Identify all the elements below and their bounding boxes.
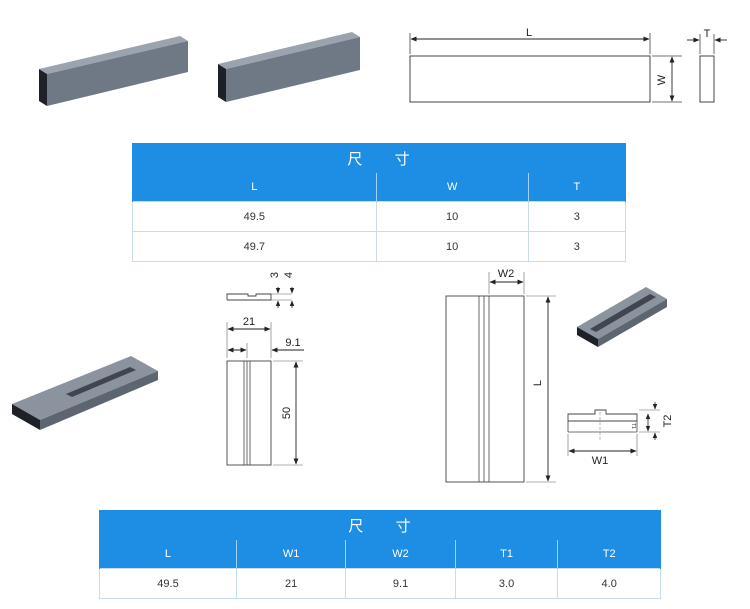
thickness-label: T [704, 28, 711, 40]
header-l: L [132, 172, 377, 202]
t1-label: T1 [630, 423, 636, 429]
grooved-bar-drawing-right: W2 L [445, 268, 556, 483]
w2-label: W2 [498, 268, 515, 280]
dim-4-label: 4 [283, 272, 295, 278]
cell-l: 49.5 [132, 201, 377, 232]
table-header-row: L W1 W2 T1 T2 [99, 539, 661, 569]
flat-bar-side-view: T [687, 28, 727, 103]
grooved-bar-drawing-left: 3 4 21 9.1 50 [226, 272, 304, 466]
width-label: W [656, 74, 668, 85]
header-t: T [527, 172, 627, 202]
header-w1: W1 [235, 539, 347, 569]
grooved-bar-section-drawing: T1 T2 W1 [567, 402, 674, 467]
dim-9-1-label: 9.1 [285, 337, 300, 349]
table-title: 尺 寸 [132, 143, 626, 173]
dimension-table-grooved-bar: 尺 寸 L W1 W2 T1 T2 49.5 21 9.1 3.0 4.0 [99, 510, 661, 599]
header-t2: T2 [557, 539, 661, 569]
cell-t1: 3.0 [454, 568, 559, 599]
t2-label: T2 [662, 415, 674, 428]
flat-bar-image-1 [39, 36, 188, 106]
grooved-bar-image-left [12, 356, 158, 430]
table-header-row: L W T [132, 172, 627, 202]
grooved-bar-image-right [577, 287, 667, 347]
cell-l: 49.5 [99, 568, 237, 599]
table-row: 49.5 21 9.1 3.0 4.0 [99, 568, 661, 599]
table-row: 49.5 10 3 [132, 201, 627, 232]
w1-label: W1 [592, 455, 609, 467]
header-w2: W2 [345, 539, 456, 569]
cell-w1: 21 [235, 568, 347, 599]
l-label: L [532, 380, 544, 386]
flat-bar-image-2 [218, 32, 360, 102]
cell-t2: 4.0 [557, 568, 661, 599]
table-row: 49.7 10 3 [132, 231, 627, 262]
flat-bar-front-view: L W [409, 27, 682, 103]
cell-t: 3 [527, 231, 627, 262]
cell-w: 10 [375, 231, 529, 262]
header-w: W [375, 172, 529, 202]
length-label: L [526, 27, 532, 39]
cell-l: 49.7 [132, 231, 377, 262]
header-t1: T1 [454, 539, 559, 569]
dimension-table-flat-bar: 尺 寸 L W T 49.5 10 3 49.7 10 3 [132, 143, 627, 262]
cell-w: 10 [375, 201, 529, 232]
header-l: L [99, 539, 237, 569]
dim-3-label: 3 [269, 272, 281, 278]
cell-t: 3 [527, 201, 627, 232]
cell-w2: 9.1 [345, 568, 456, 599]
dim-50-label: 50 [281, 407, 293, 419]
dim-21-label: 21 [243, 316, 255, 328]
table-title: 尺 寸 [99, 510, 661, 540]
